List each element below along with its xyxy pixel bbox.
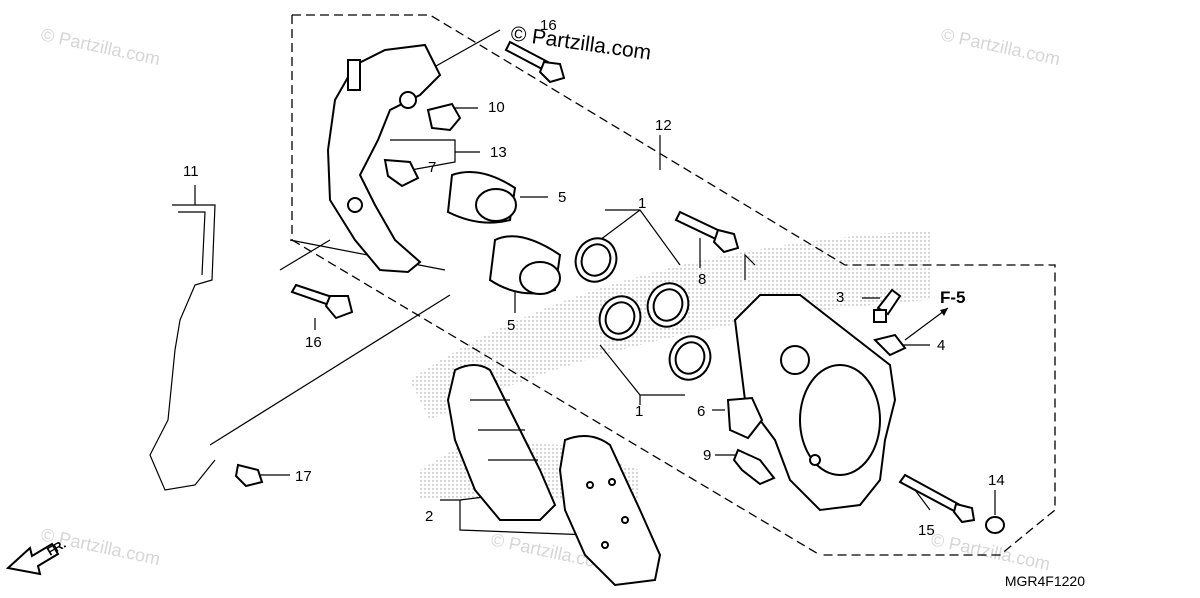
leader-lines xyxy=(194,29,996,536)
callout-6: 6 xyxy=(697,403,705,420)
assembly-outline xyxy=(291,14,1056,556)
watermark: © Partzilla.com xyxy=(929,529,1052,574)
bolt-17 xyxy=(234,463,264,488)
callout-14: 14 xyxy=(988,472,1005,489)
diagram-reference-code: MGR4F1220 xyxy=(1005,573,1085,589)
brake-pad-outer xyxy=(558,435,662,587)
callout-10: 10 xyxy=(488,99,505,116)
callout-labels: 16 10 12 13 7 11 5 1 8 3 5 16 4 1 6 9 17… xyxy=(183,17,1005,539)
boot-part xyxy=(426,102,462,132)
brake-pad-inner xyxy=(446,364,557,521)
front-direction-arrow: FR. xyxy=(5,537,68,576)
callout-2: 2 xyxy=(425,508,433,525)
callout-4: 4 xyxy=(937,337,945,354)
pad-spring xyxy=(383,158,420,188)
section-reference: F-5 xyxy=(904,288,966,341)
bleeder-cap xyxy=(873,333,907,357)
bleeder-screw xyxy=(873,288,902,323)
watermark: © Partzilla.com xyxy=(39,24,162,69)
callout-9: 9 xyxy=(703,447,711,464)
piston-lower xyxy=(488,235,562,295)
caliper-bracket xyxy=(326,43,442,274)
piston-seals xyxy=(574,237,712,381)
callout-8: 8 xyxy=(698,271,706,288)
callout-7: 7 xyxy=(428,159,436,176)
callout-5-lower: 5 xyxy=(507,317,515,334)
callout-11: 11 xyxy=(183,163,199,180)
hose-guide xyxy=(149,204,216,491)
bolt-16-lower xyxy=(290,283,354,320)
watermark: © Partzilla.com xyxy=(939,24,1062,69)
section-ref-label: F-5 xyxy=(940,288,966,307)
callout-15: 15 xyxy=(918,522,935,539)
bolt-9 xyxy=(732,448,776,486)
pin-plug xyxy=(985,516,1005,534)
caliper-body xyxy=(733,294,897,512)
piston-upper xyxy=(446,171,517,224)
callout-17: 17 xyxy=(295,468,312,485)
callout-5: 5 xyxy=(558,189,566,206)
callout-1-lower: 1 xyxy=(635,403,643,420)
slide-pin xyxy=(674,210,740,254)
callout-13: 13 xyxy=(490,144,507,161)
pad-pin xyxy=(898,473,976,524)
callout-12: 12 xyxy=(655,117,672,134)
callout-3: 3 xyxy=(836,289,844,306)
pad-retainer xyxy=(726,396,764,440)
callout-1: 1 xyxy=(638,195,646,212)
callout-16-lower: 16 xyxy=(305,334,322,351)
bolt-16-upper xyxy=(504,40,566,84)
callout-16: 16 xyxy=(540,17,557,34)
